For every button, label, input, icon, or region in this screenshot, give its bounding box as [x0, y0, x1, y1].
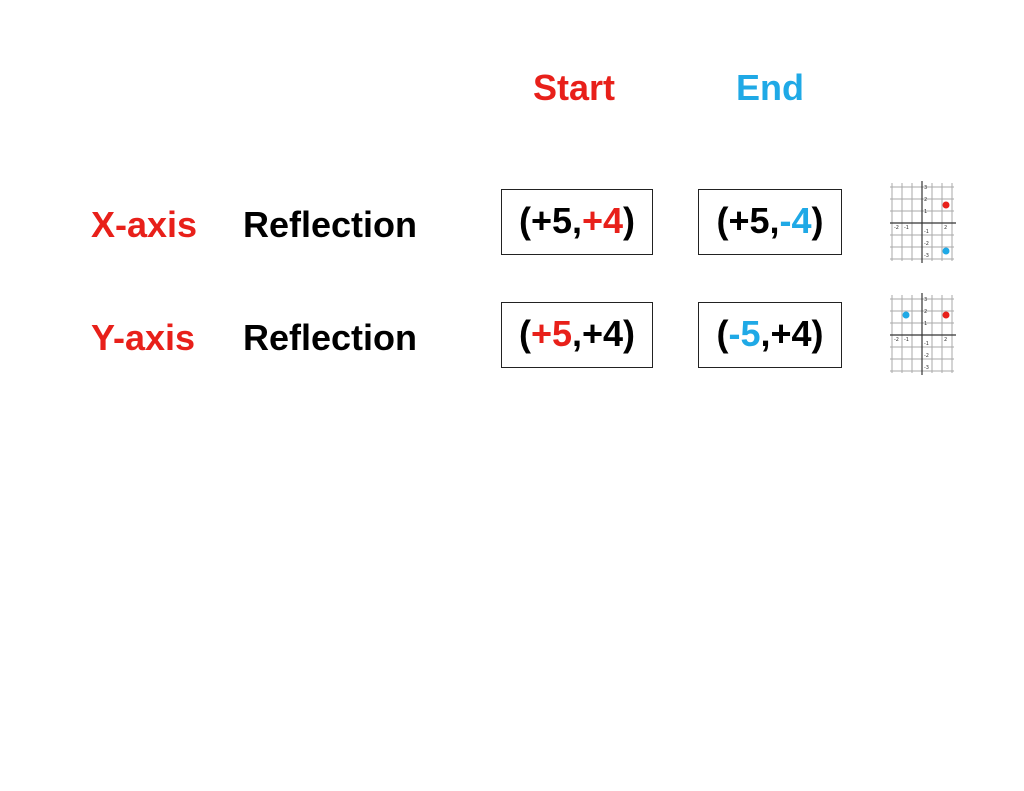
svg-text:-1: -1: [904, 337, 909, 343]
svg-text:3: 3: [924, 297, 927, 303]
grid-x-reflection-icon: 3 2 1 -1 -2 -3 -2 -1 2: [890, 181, 956, 268]
svg-text:2: 2: [924, 309, 927, 315]
svg-text:3: 3: [924, 185, 927, 191]
y-end-coordinate: (-5,+4): [698, 302, 842, 368]
svg-text:-2: -2: [924, 353, 929, 359]
svg-text:1: 1: [924, 321, 927, 327]
svg-text:2: 2: [944, 337, 947, 343]
svg-text:-1: -1: [924, 229, 929, 235]
svg-text:-3: -3: [924, 365, 929, 371]
y-start-coordinate: (+5,+4): [501, 302, 653, 368]
x-axis-label: X-axis: [91, 204, 198, 245]
x-reflection-label: Reflection: [243, 204, 418, 245]
x-start-coordinate: (+5,+4): [501, 189, 653, 255]
start-header: Start: [533, 67, 616, 108]
svg-text:-3: -3: [924, 253, 929, 259]
x-end-coordinate: (+5,-4): [698, 189, 842, 255]
svg-text:-2: -2: [894, 337, 899, 343]
end-header: End: [736, 67, 804, 108]
svg-text:-1: -1: [904, 225, 909, 231]
svg-text:2: 2: [944, 225, 947, 231]
svg-text:1: 1: [924, 209, 927, 215]
svg-text:-2: -2: [894, 225, 899, 231]
y-axis-label: Y-axis: [91, 317, 196, 358]
svg-text:2: 2: [924, 197, 927, 203]
svg-text:-1: -1: [924, 341, 929, 347]
grid-y-reflection-icon: 3 2 1 -1 -2 -3 -2 -1 2: [890, 293, 956, 380]
y-reflection-label: Reflection: [243, 317, 418, 358]
svg-text:-2: -2: [924, 241, 929, 247]
